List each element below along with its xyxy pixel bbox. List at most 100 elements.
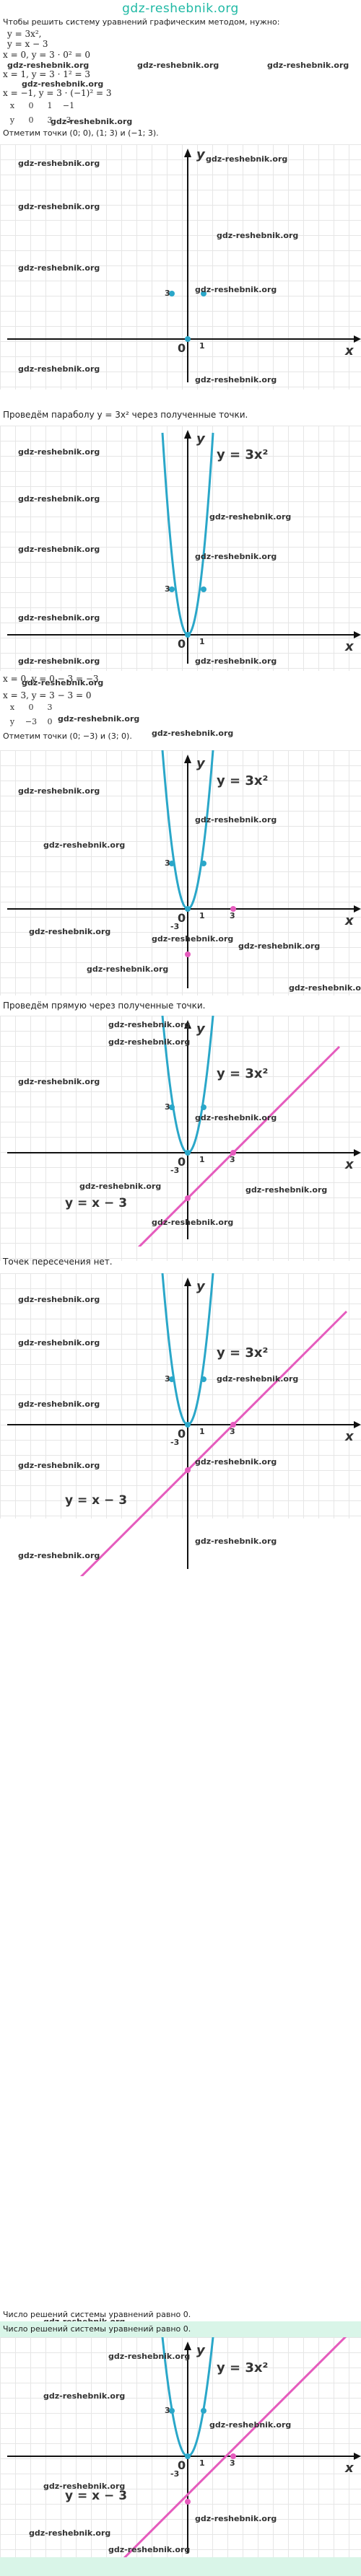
point-1-3	[201, 586, 206, 592]
tick-label-3x: 3	[230, 1155, 235, 1164]
y-axis-label: y	[196, 2343, 205, 2358]
x-axis-label: x	[345, 2461, 354, 2476]
system-eq1: y = 3x²,	[7, 29, 42, 39]
parabola-text: Проведём параболу y = 3x² через полученн…	[3, 410, 248, 420]
tick-label-3: 3	[165, 1102, 170, 1112]
point-0-neg3	[185, 1467, 191, 1473]
watermark: gdz-reshebnik.org	[43, 2391, 126, 2401]
tick-label-3: 3	[165, 858, 170, 868]
y-axis-label: y	[196, 431, 205, 447]
tick-label-1: 1	[199, 637, 205, 646]
graph-svg	[7, 750, 361, 988]
watermark: gdz-reshebnik.org	[209, 2420, 292, 2430]
point-1-3	[201, 1376, 206, 1382]
y-axis-arrow	[184, 755, 191, 763]
point-1-3	[201, 2408, 206, 2414]
watermark: gdz-reshebnik.org	[43, 2482, 126, 2491]
tick-label-3: 3	[165, 1374, 170, 1384]
origin-label: 0	[178, 2458, 186, 2472]
watermark: gdz-reshebnik.org	[289, 983, 361, 993]
watermark: gdz-reshebnik.org	[18, 545, 100, 554]
site-logo[interactable]: gdz-reshebnik.org	[122, 1, 239, 16]
y-axis-label: y	[196, 1279, 205, 1294]
watermark: gdz-reshebnik.org	[267, 61, 349, 70]
line-graph	[137, 1045, 341, 1247]
watermark: gdz-reshebnik.org	[152, 1218, 234, 1227]
points2-text: Отметим точки (0; −3) и (3; 0).	[3, 731, 132, 741]
watermark: gdz-reshebnik.org	[18, 1338, 100, 1348]
tick-label-1: 1	[199, 1155, 205, 1164]
watermark: gdz-reshebnik.org	[79, 1182, 162, 1191]
watermark: gdz-reshebnik.org	[238, 941, 321, 951]
watermark: gdz-reshebnik.org	[7, 61, 90, 70]
point-neg1-3	[169, 861, 175, 866]
line-label: y = x − 3	[65, 1493, 128, 1508]
watermark: gdz-reshebnik.org	[22, 79, 104, 89]
tick-label-1: 1	[199, 1427, 205, 1436]
watermark: gdz-reshebnik.org	[87, 964, 169, 974]
watermark: gdz-reshebnik.org	[58, 714, 140, 724]
watermark: gdz-reshebnik.org	[206, 154, 288, 164]
point-3-0	[230, 2453, 236, 2459]
x-axis-label: x	[345, 1429, 354, 1444]
graph-svg	[7, 1016, 361, 1247]
y-axis-arrow	[184, 430, 191, 439]
footer-bar	[0, 2557, 361, 2576]
watermark: gdz-reshebnik.org	[22, 678, 104, 687]
tick-label-neg3: -3	[170, 2469, 180, 2479]
parabola-label: y = 3x²	[217, 1066, 269, 1081]
watermark: gdz-reshebnik.org	[217, 1374, 299, 1384]
x-axis-label: x	[345, 343, 354, 359]
line-text: Проведём прямую через полученные точки.	[3, 1001, 206, 1011]
origin-label: 0	[178, 911, 186, 925]
point-neg1-3	[169, 2408, 175, 2414]
watermark: gdz-reshebnik.org	[18, 1551, 100, 1560]
point-1-3	[201, 291, 206, 296]
answer-highlight: Число решений системы уравнений равно 0.	[0, 2321, 361, 2337]
calc2-line-1: x = 0, y = 0 − 3 = −3	[3, 674, 99, 684]
y-axis-label: y	[196, 1021, 205, 1037]
point-3-0	[230, 1150, 236, 1156]
x-axis-arrow	[354, 1149, 361, 1156]
graph-3: y x y = 3x² 0 3 1 3 -3 gdz-reshebnik.org…	[0, 750, 361, 995]
watermark: gdz-reshebnik.org	[152, 729, 234, 738]
tick-label-3x: 3	[230, 911, 235, 920]
calc-line-3: x = −1, y = 3 · (−1)² = 3	[3, 88, 112, 98]
tick-label-3x: 3	[230, 1427, 235, 1436]
answer-highlight-text: Число решений системы уравнений равно 0.	[3, 2324, 191, 2334]
graph-svg	[7, 1273, 361, 1576]
graph-5: y x y = 3x² y = x − 3 0 3 1 3 -3 gdz-res…	[0, 1273, 361, 1576]
tick-label-1: 1	[199, 2458, 205, 2468]
line-graph	[123, 2337, 347, 2557]
line-label: y = x − 3	[65, 2489, 128, 2503]
watermark: gdz-reshebnik.org	[108, 1037, 191, 1047]
watermark: gdz-reshebnik.org	[152, 934, 234, 944]
point-1-3	[201, 1104, 206, 1110]
watermark: gdz-reshebnik.org	[29, 927, 111, 936]
x-axis-arrow	[354, 631, 361, 638]
point-0-0	[185, 906, 191, 912]
tick-label-1: 1	[199, 911, 205, 920]
graph-2: y x y = 3x² 0 3 1 gdz-reshebnik.org gdz-…	[0, 426, 361, 671]
watermark: gdz-reshebnik.org	[195, 1457, 277, 1467]
tick-label-3: 3	[165, 289, 170, 298]
tick-label-1: 1	[199, 341, 205, 351]
origin-label: 0	[178, 1427, 186, 1441]
watermark: gdz-reshebnik.org	[108, 2545, 191, 2554]
point-0-0	[185, 632, 191, 638]
tick-label-3: 3	[165, 2406, 170, 2415]
watermark: gdz-reshebnik.org	[209, 512, 292, 522]
graph-svg	[7, 2337, 361, 2557]
no-intersection-text: Точек пересечения нет.	[3, 1257, 113, 1267]
graph-1: y x 0 3 1 gdz-reshebnik.org gdz-reshebni…	[0, 144, 361, 390]
watermark: gdz-reshebnik.org	[43, 840, 126, 850]
watermark: gdz-reshebnik.org	[217, 231, 299, 240]
x-axis-label: x	[345, 639, 354, 654]
point-0-0	[185, 336, 191, 342]
intro-text: Чтобы решить систему уравнений графическ…	[3, 17, 280, 27]
point-0-0	[185, 1422, 191, 1428]
watermark: gdz-reshebnik.org	[18, 159, 100, 168]
watermark: gdz-reshebnik.org	[137, 61, 219, 70]
